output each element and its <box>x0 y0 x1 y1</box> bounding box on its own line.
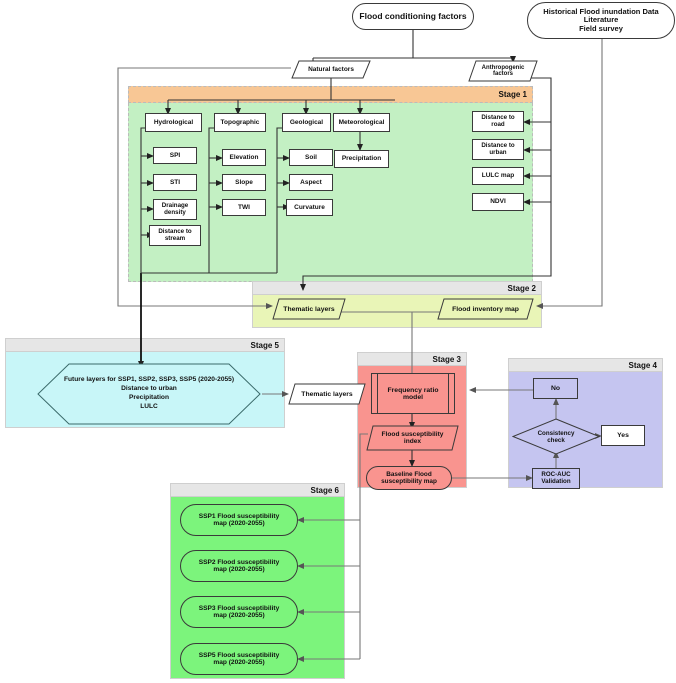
node-distance-to-stream[interactable]: Distance to stream <box>149 225 201 246</box>
parallelogram-shape <box>291 60 371 79</box>
slope-label: Slope <box>235 178 253 186</box>
thematic-layers-stage5-label: Thematic layers <box>301 390 353 398</box>
frequency-ratio-model-label: Frequency ratio model <box>387 386 439 401</box>
anthropogenic-factors-label: Anthropogenic factors <box>481 65 525 77</box>
distance-to-road-label: Distance to road <box>481 113 515 128</box>
no-label: No <box>550 384 561 392</box>
lulc-map-label: LULC map <box>481 172 515 180</box>
stage-6-header: Stage 6 <box>170 483 345 497</box>
node-ssp3-output[interactable]: SSP3 Flood susceptibility map (2020-2055… <box>180 596 298 628</box>
yes-label: Yes <box>617 431 629 439</box>
topographic-label: Topographic <box>220 118 260 126</box>
node-curvature[interactable]: Curvature <box>286 199 333 216</box>
distance-to-urban-label: Distance to urban <box>481 141 515 156</box>
distance-to-stream-label: Distance to stream <box>158 227 192 242</box>
node-distance-to-urban[interactable]: Distance to urban <box>472 139 524 160</box>
node-future-layers[interactable]: Future layers for SSP1, SSP2, SSP3, SSP5… <box>37 363 261 425</box>
parallelogram-shape <box>272 298 346 320</box>
node-hydrological[interactable]: Hydrological <box>145 113 202 132</box>
future-layers-label: Future layers for SSP1, SSP2, SSP3, SSP5… <box>63 376 235 410</box>
thematic-layers-stage2-label: Thematic layers <box>283 305 335 313</box>
node-lulc-map[interactable]: LULC map <box>472 167 524 185</box>
sti-label: STI <box>169 178 181 186</box>
node-flood-susceptibility-index[interactable]: Flood susceptibility index <box>366 425 459 451</box>
stage-3-label: Stage 3 <box>432 354 461 364</box>
parallelogram-shape <box>288 383 366 405</box>
ndvi-label: NDVI <box>490 198 506 206</box>
node-flood-inventory-map[interactable]: Flood inventory map <box>437 298 534 320</box>
hexagon-shape <box>37 363 261 425</box>
aspect-label: Aspect <box>300 178 322 186</box>
baseline-map-label: Baseline Flood susceptibility map <box>381 470 437 485</box>
elevation-label: Elevation <box>229 153 259 161</box>
stage-4-header: Stage 4 <box>508 358 663 372</box>
flood-inventory-map-label: Flood inventory map <box>452 305 519 313</box>
stage-2-header: Stage 2 <box>252 281 542 295</box>
node-ssp1-output[interactable]: SSP1 Flood susceptibility map (2020-2055… <box>180 504 298 536</box>
node-meteorological[interactable]: Meteorological <box>333 113 390 132</box>
roc-auc-validation-label: ROC-AUC Validation <box>541 470 571 485</box>
node-precipitation[interactable]: Precipitation <box>334 150 389 168</box>
hydrological-label: Hydrological <box>153 118 194 126</box>
node-ndvi[interactable]: NDVI <box>472 193 524 211</box>
node-frequency-ratio-model[interactable]: Frequency ratio model <box>371 373 455 414</box>
twi-label: TWI <box>238 203 250 211</box>
stage-6-label: Stage 6 <box>310 485 339 495</box>
node-consistency-check[interactable]: Consistency check <box>511 418 601 455</box>
natural-factors-label: Natural factors <box>308 66 354 73</box>
stage-5-header: Stage 5 <box>5 338 285 352</box>
node-twi[interactable]: TWI <box>222 199 266 216</box>
ssp3-output-label: SSP3 Flood susceptibility map (2020-2055… <box>198 604 280 619</box>
stage-4-label: Stage 4 <box>628 360 657 370</box>
parallelogram-shape <box>468 60 538 82</box>
ssp2-output-label: SSP2 Flood susceptibility map (2020-2055… <box>198 558 280 573</box>
historical-flood-data-label: Historical Flood inundation Data Literat… <box>543 6 659 33</box>
node-soil[interactable]: Soil <box>289 149 333 166</box>
drainage-density-label: Drainage density <box>161 201 189 216</box>
node-flood-conditioning-factors[interactable]: Flood conditioning factors <box>352 3 474 30</box>
node-geological[interactable]: Geological <box>282 113 331 132</box>
node-roc-auc-validation[interactable]: ROC-AUC Validation <box>532 468 580 489</box>
node-historical-flood-data[interactable]: Historical Flood inundation Data Literat… <box>527 2 675 39</box>
flood-conditioning-factors-label: Flood conditioning factors <box>359 10 467 21</box>
stage-2-label: Stage 2 <box>507 283 536 293</box>
stage-5-label: Stage 5 <box>250 340 279 350</box>
flood-susceptibility-index-label: Flood susceptibility index <box>381 431 444 445</box>
ssp5-output-label: SSP5 Flood susceptibility map (2020-2055… <box>198 651 280 666</box>
parallelogram-shape <box>366 425 459 451</box>
node-topographic[interactable]: Topographic <box>214 113 266 132</box>
geological-label: Geological <box>289 118 324 126</box>
node-distance-to-road[interactable]: Distance to road <box>472 111 524 132</box>
soil-label: Soil <box>305 153 317 161</box>
spi-label: SPI <box>169 151 181 159</box>
node-yes[interactable]: Yes <box>601 425 645 446</box>
node-ssp2-output[interactable]: SSP2 Flood susceptibility map (2020-2055… <box>180 550 298 582</box>
parallelogram-shape <box>437 298 534 320</box>
node-no[interactable]: No <box>533 378 578 399</box>
stage-1-header: Stage 1 <box>128 86 533 103</box>
consistency-check-label: Consistency check <box>537 429 575 444</box>
node-drainage-density[interactable]: Drainage density <box>153 199 197 220</box>
node-thematic-layers-stage5[interactable]: Thematic layers <box>288 383 366 405</box>
node-elevation[interactable]: Elevation <box>222 149 266 166</box>
node-thematic-layers-stage2[interactable]: Thematic layers <box>272 298 346 320</box>
node-ssp5-output[interactable]: SSP5 Flood susceptibility map (2020-2055… <box>180 643 298 675</box>
node-spi[interactable]: SPI <box>153 147 197 164</box>
node-anthropogenic-factors[interactable]: Anthropogenic factors <box>468 60 538 82</box>
ssp1-output-label: SSP1 Flood susceptibility map (2020-2055… <box>198 512 280 527</box>
stage-3-header: Stage 3 <box>357 352 467 366</box>
node-slope[interactable]: Slope <box>222 174 266 191</box>
curvature-label: Curvature <box>294 203 325 211</box>
node-baseline-flood-susceptibility-map[interactable]: Baseline Flood susceptibility map <box>366 466 452 490</box>
precipitation-label: Precipitation <box>341 155 382 163</box>
node-sti[interactable]: STI <box>153 174 197 191</box>
node-natural-factors[interactable]: Natural factors <box>291 60 371 79</box>
meteorological-label: Meteorological <box>338 118 385 126</box>
stage-1-label: Stage 1 <box>498 90 527 99</box>
node-aspect[interactable]: Aspect <box>289 174 333 191</box>
diamond-shape <box>511 418 601 455</box>
